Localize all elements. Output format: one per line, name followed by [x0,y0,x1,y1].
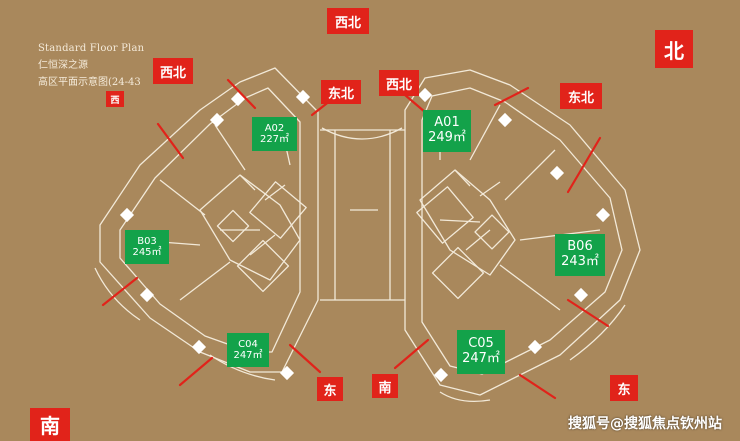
left-tower-outline [99,67,319,373]
left-core-rooms [220,174,286,256]
left-stair [249,181,307,239]
right-balcony [439,304,626,403]
left-tower-inner [119,87,301,353]
unit-b06-area: 243㎡ [561,254,599,269]
right-lift-2 [474,214,510,250]
right-stair [416,186,474,244]
unit-b03: B03 245㎡ [125,230,169,264]
unit-b06-name: B06 [567,239,593,255]
direction-south-center: 南 [372,374,398,398]
unit-c04-area: 247㎡ [233,350,263,361]
direction-east-left: 东 [317,377,343,401]
right-tower-outline [404,69,641,396]
left-lift-2 [216,209,250,243]
unit-b03-area: 245㎡ [132,247,162,258]
unit-b06: B06 243㎡ [555,234,605,276]
right-tower-inner [421,87,623,375]
direction-south-big: 南 [30,408,70,441]
direction-north-big: 北 [655,30,693,68]
unit-a02-area: 227㎡ [259,134,290,145]
unit-c04: C04 247㎡ [227,333,269,367]
unit-a01-name: A01 [434,115,460,131]
right-lift [431,246,485,300]
right-core-rooms [439,169,501,251]
direction-northeast-center: 东北 [321,80,361,104]
unit-c04-name: C04 [238,338,258,350]
unit-c05-area: 247㎡ [462,351,500,366]
plan-title-block: Standard Floor Plan 仁恒深之源 高区平面示意图(24-43 [38,40,144,91]
plan-title-en: Standard Floor Plan [38,43,145,54]
unit-c05: C05 247㎡ [457,330,505,374]
unit-c05-name: C05 [468,336,494,352]
plan-title-cn-line2: 高区平面示意图(24-43 [38,77,141,88]
direction-east-right: 东 [610,375,638,401]
unit-a02-name: A02 [264,122,285,134]
direction-northwest-center: 西北 [379,70,419,96]
unit-b03-name: B03 [137,235,157,247]
unit-a02: A02 227㎡ [252,117,297,151]
source-watermark: 搜狐号@搜狐焦点钦州站 [568,416,722,432]
unit-a01: A01 249㎡ [423,110,471,152]
unit-a01-area: 249㎡ [428,130,466,145]
direction-northeast-right: 东北 [560,83,602,109]
corridor-arc [321,127,403,140]
plan-title-cn-line1: 仁恒深之源 [38,60,88,71]
direction-arrows [101,78,610,400]
direction-northwest-left: 西北 [153,58,193,84]
central-corridor [320,129,405,301]
left-lift [236,239,290,293]
structural-columns [119,87,611,383]
direction-northwest-top: 西北 [327,8,369,34]
left-core [199,174,301,281]
direction-west-small: 西 [106,91,124,107]
